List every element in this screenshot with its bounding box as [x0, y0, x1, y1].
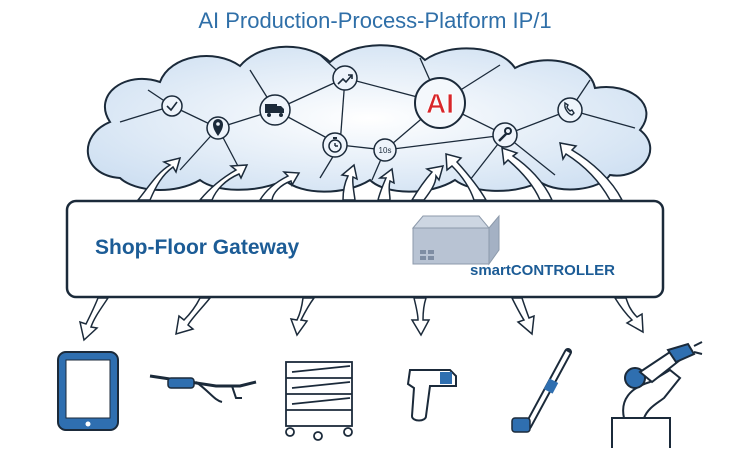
phone-icon	[557, 97, 583, 123]
truck-icon	[259, 94, 291, 126]
upward-arrows	[136, 142, 624, 201]
smart-controller-label: smartCONTROLLER	[470, 262, 616, 279]
shop-floor-gateway-label: Shop-Floor Gateway	[95, 236, 300, 259]
smart-glasses-device	[149, 374, 257, 403]
downward-arrows	[78, 297, 644, 342]
robot-arm-device	[611, 341, 703, 448]
barcode-scanner-device	[406, 369, 457, 422]
trend-up-icon	[332, 65, 358, 91]
shop-floor-gateway-box	[65, 199, 665, 299]
tablet-device	[57, 351, 119, 431]
timer-label: 10s	[379, 146, 392, 155]
handheld-screwdriver-device	[511, 348, 572, 433]
page-title: AI Production-Process-Platform IP/1	[198, 8, 552, 33]
stopwatch-icon	[322, 132, 348, 158]
smart-controller-device	[411, 214, 500, 266]
ai-label: AI	[426, 88, 454, 119]
shelf-cart-device	[285, 361, 353, 441]
ai-node: AI	[414, 77, 466, 129]
location-pin-icon	[206, 116, 230, 140]
wrench-icon	[492, 122, 518, 148]
check-icon	[161, 95, 183, 117]
timer-10s-icon: 10s	[373, 138, 397, 162]
